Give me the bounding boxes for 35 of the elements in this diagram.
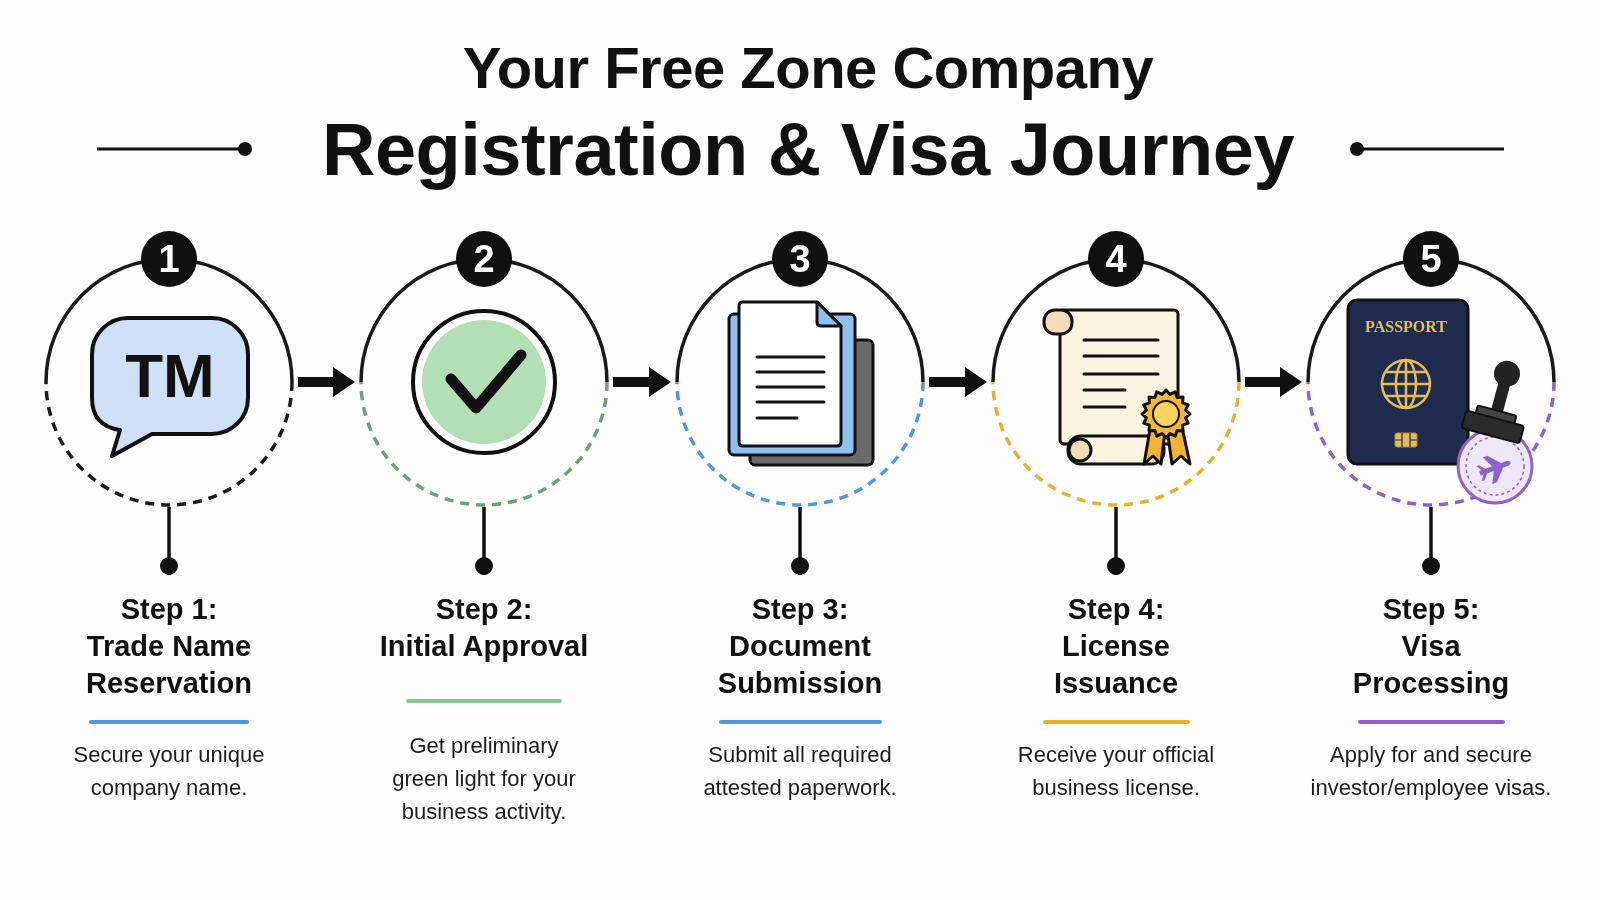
step-number: 3 [772, 231, 828, 287]
step-description: Receive your official business license. [1016, 741, 1216, 802]
step-description: Apply for and secure investor/employee visas. [1309, 741, 1553, 802]
step-description: Secure your unique company name. [72, 741, 266, 802]
passport-title: PASSPORT [1365, 318, 1447, 336]
speech-bubble [90, 316, 250, 458]
step-label: Step 4: [1067, 592, 1165, 627]
step-description: Get preliminary green light for your business activity. [391, 732, 577, 826]
step-circle [1306, 231, 1556, 507]
leader-line [1422, 507, 1440, 575]
step-title: Document Submission [716, 629, 884, 701]
title: Your Free Zone Company Registration & Visa Journey [320, 34, 1296, 191]
leader-line [791, 507, 809, 575]
step-description: Submit all required attested paperwork. [702, 741, 898, 802]
step-label: Step 1: [120, 592, 218, 627]
step-title: Initial Approval [379, 629, 589, 664]
step-circle [991, 231, 1241, 507]
leader-line [1107, 507, 1125, 575]
leader-line [160, 507, 178, 575]
step-title: Visa Processing [1351, 629, 1511, 701]
step-number: 5 [1403, 231, 1459, 287]
step-circle [359, 231, 609, 507]
leader-line [475, 507, 493, 575]
bubble-text: TM [125, 345, 215, 407]
step-number: 4 [1088, 231, 1144, 287]
step-title: Trade Name Reservation [85, 629, 253, 701]
passport [1346, 298, 1470, 466]
step-label: Step 5: [1382, 592, 1480, 627]
step-number: 2 [456, 231, 512, 287]
step-circle [675, 231, 925, 507]
step-circle [44, 231, 294, 507]
step-title: License Issuance [1052, 629, 1180, 701]
step-number: 1 [141, 231, 197, 287]
step-label: Step 2: [435, 592, 533, 627]
step-label: Step 3: [751, 592, 849, 627]
